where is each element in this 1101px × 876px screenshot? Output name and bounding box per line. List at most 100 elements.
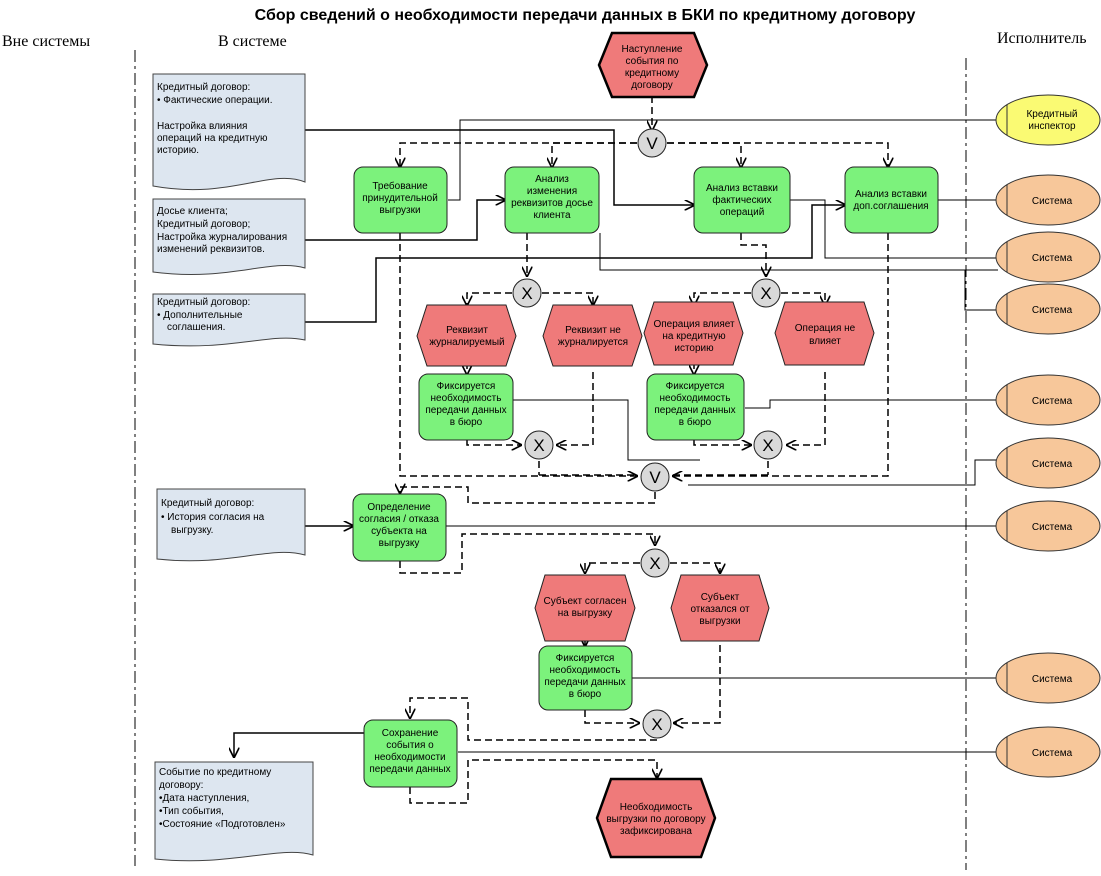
- svg-text:в бюро: в бюро: [450, 416, 483, 428]
- document-credit-ops: Кредитный договор: • Фактические операци…: [152, 73, 306, 191]
- svg-text:операций на кредитную: операций на кредитную: [157, 133, 268, 144]
- svg-text:• Дополнительные: • Дополнительные: [157, 310, 243, 321]
- svg-text:X: X: [533, 436, 544, 455]
- diagram-title: Сбор сведений о необходимости передачи д…: [255, 7, 916, 24]
- executor-credit-inspector: Кредитный инспектор: [995, 94, 1101, 146]
- svg-text:Кредитный договор:: Кредитный договор:: [161, 498, 254, 509]
- svg-text:события о: события о: [386, 739, 434, 751]
- svg-text:Фиксируется: Фиксируется: [556, 653, 615, 664]
- svg-text:изменений реквизитов.: изменений реквизитов.: [157, 244, 265, 255]
- svg-text:Определение: Определение: [367, 502, 431, 513]
- svg-text:влияет: влияет: [809, 336, 841, 347]
- svg-text:• Фактические операции.: • Фактические операции.: [157, 95, 273, 106]
- svg-text:Кредитный договор:: Кредитный договор:: [157, 82, 250, 93]
- event-attr-not-journaled: Реквизит не журналируется: [542, 304, 643, 367]
- function-analyze-actual-ops: Анализ вставки фактических операций: [693, 166, 791, 234]
- svg-text:субъекта на: субъекта на: [371, 525, 427, 537]
- svg-text:Операция не: Операция не: [795, 323, 856, 334]
- executor-system-5: Система: [995, 437, 1101, 489]
- svg-text:на выгрузку: на выгрузку: [558, 608, 613, 619]
- svg-text:Настройка журналирования: Настройка журналирования: [157, 232, 287, 243]
- svg-text:Субъект согласен: Субъект согласен: [544, 595, 627, 607]
- svg-text:V: V: [649, 468, 661, 487]
- svg-text:события по: события по: [626, 55, 679, 67]
- svg-text:необходимости: необходимости: [374, 751, 445, 763]
- svg-text:Система: Система: [1032, 196, 1073, 207]
- svg-text:X: X: [521, 284, 532, 303]
- document-additional-agreements: Кредитный договор: • Дополнительные согл…: [152, 293, 306, 347]
- svg-text:выгрузки: выгрузки: [379, 205, 420, 216]
- svg-text:Сохранение: Сохранение: [382, 728, 439, 739]
- event-start: Наступление события по кредитному догово…: [597, 31, 709, 99]
- svg-text:договору:: договору:: [159, 780, 203, 791]
- svg-text:кредитному: кредитному: [625, 68, 679, 79]
- connector-xor-subject: X: [640, 548, 670, 578]
- event-end: Необходимость выгрузки по договору зафик…: [595, 777, 717, 859]
- svg-text:Необходимость: Необходимость: [620, 801, 693, 813]
- svg-text:X: X: [760, 284, 771, 303]
- svg-text:выгрузку.: выгрузку.: [171, 525, 213, 536]
- connector-or-top: V: [637, 128, 667, 158]
- svg-text:на кредитную: на кредитную: [662, 331, 726, 342]
- svg-text:Кредитный: Кредитный: [1026, 109, 1077, 120]
- svg-text:Система: Система: [1032, 674, 1073, 685]
- connector-xor-join-attr: X: [524, 430, 554, 460]
- svg-text:•Состояние «Подготовлен»: •Состояние «Подготовлен»: [159, 819, 286, 830]
- function-save-event: Сохранение события о необходимости перед…: [363, 719, 458, 788]
- svg-text:клиента: клиента: [533, 210, 570, 221]
- svg-text:передачи данных: передачи данных: [369, 764, 450, 775]
- svg-text:передачи данных: передачи данных: [654, 405, 735, 416]
- svg-text:Система: Система: [1032, 459, 1073, 470]
- svg-text:необходимость: необходимость: [550, 664, 621, 676]
- svg-text:Система: Система: [1032, 522, 1073, 533]
- executor-system-3: Система: [995, 283, 1101, 335]
- executor-system-1: Система: [995, 174, 1101, 226]
- svg-text:Анализ вставки: Анализ вставки: [855, 189, 927, 200]
- document-consent-history: Кредитный договор: • История согласия на…: [156, 488, 306, 562]
- svg-text:Реквизит: Реквизит: [446, 325, 488, 336]
- executor-system-4: Система: [995, 374, 1101, 426]
- event-op-affects: Операция влияет на кредитную историю: [643, 301, 744, 366]
- svg-text:передачи данных: передачи данных: [425, 405, 506, 416]
- svg-text:Система: Система: [1032, 305, 1073, 316]
- event-subject-agreed: Субъект согласен на выгрузку: [534, 574, 636, 642]
- svg-text:Событие по кредитному: Событие по кредитному: [159, 766, 271, 778]
- svg-text:Субъект: Субъект: [701, 591, 740, 603]
- function-fix-need-3: Фиксируется необходимость передачи данны…: [538, 645, 633, 711]
- svg-text:Операция влияет: Операция влияет: [653, 319, 735, 330]
- svg-text:необходимость: необходимость: [660, 392, 731, 404]
- document-event-record: Событие по кредитному договору: •Дата на…: [154, 761, 314, 862]
- svg-text:X: X: [651, 715, 662, 734]
- function-fix-need-1: Фиксируется необходимость передачи данны…: [418, 373, 514, 441]
- svg-text:Настройка влияния: Настройка влияния: [157, 121, 247, 132]
- executor-system-2: Система: [995, 231, 1101, 283]
- svg-text:в бюро: в бюро: [679, 416, 712, 428]
- svg-text:договору: договору: [631, 80, 673, 91]
- svg-text:историю: историю: [674, 343, 714, 354]
- document-client-dossier: Досье клиента; Кредитный договор; Настро…: [152, 198, 306, 275]
- function-analyze-addendum: Анализ вставки доп.соглашения: [844, 166, 939, 234]
- svg-text:• История согласия на: • История согласия на: [161, 512, 265, 523]
- svg-text:•Тип события,: •Тип события,: [159, 805, 224, 817]
- svg-text:изменения: изменения: [527, 186, 577, 197]
- svg-text:Требование: Требование: [372, 180, 428, 192]
- event-subject-refused: Субъект отказался от выгрузки: [670, 574, 770, 642]
- svg-text:Кредитный договор;: Кредитный договор;: [157, 219, 250, 230]
- function-forced-upload: Требование принудительной выгрузки: [353, 166, 448, 234]
- svg-text:инспектор: инспектор: [1028, 121, 1076, 132]
- svg-text:историю.: историю.: [157, 145, 199, 156]
- svg-text:Система: Система: [1032, 396, 1073, 407]
- function-analyze-client-attrs: Анализ изменения реквизитов досье клиент…: [504, 166, 600, 234]
- event-op-not-affects: Операция не влияет: [774, 301, 875, 366]
- svg-text:согласия / отказа: согласия / отказа: [359, 514, 439, 525]
- svg-text:журналируемый: журналируемый: [429, 337, 504, 348]
- event-attr-journaled: Реквизит журналируемый: [416, 304, 517, 367]
- connector-xor-join-ops: X: [753, 430, 783, 460]
- svg-text:Кредитный договор:: Кредитный договор:: [157, 297, 250, 308]
- svg-text:журналируется: журналируется: [558, 337, 628, 348]
- connector-xor-ops: X: [751, 278, 781, 308]
- control-flow: [400, 96, 888, 804]
- svg-text:Анализ: Анализ: [535, 174, 569, 185]
- svg-text:выгрузки: выгрузки: [699, 616, 740, 627]
